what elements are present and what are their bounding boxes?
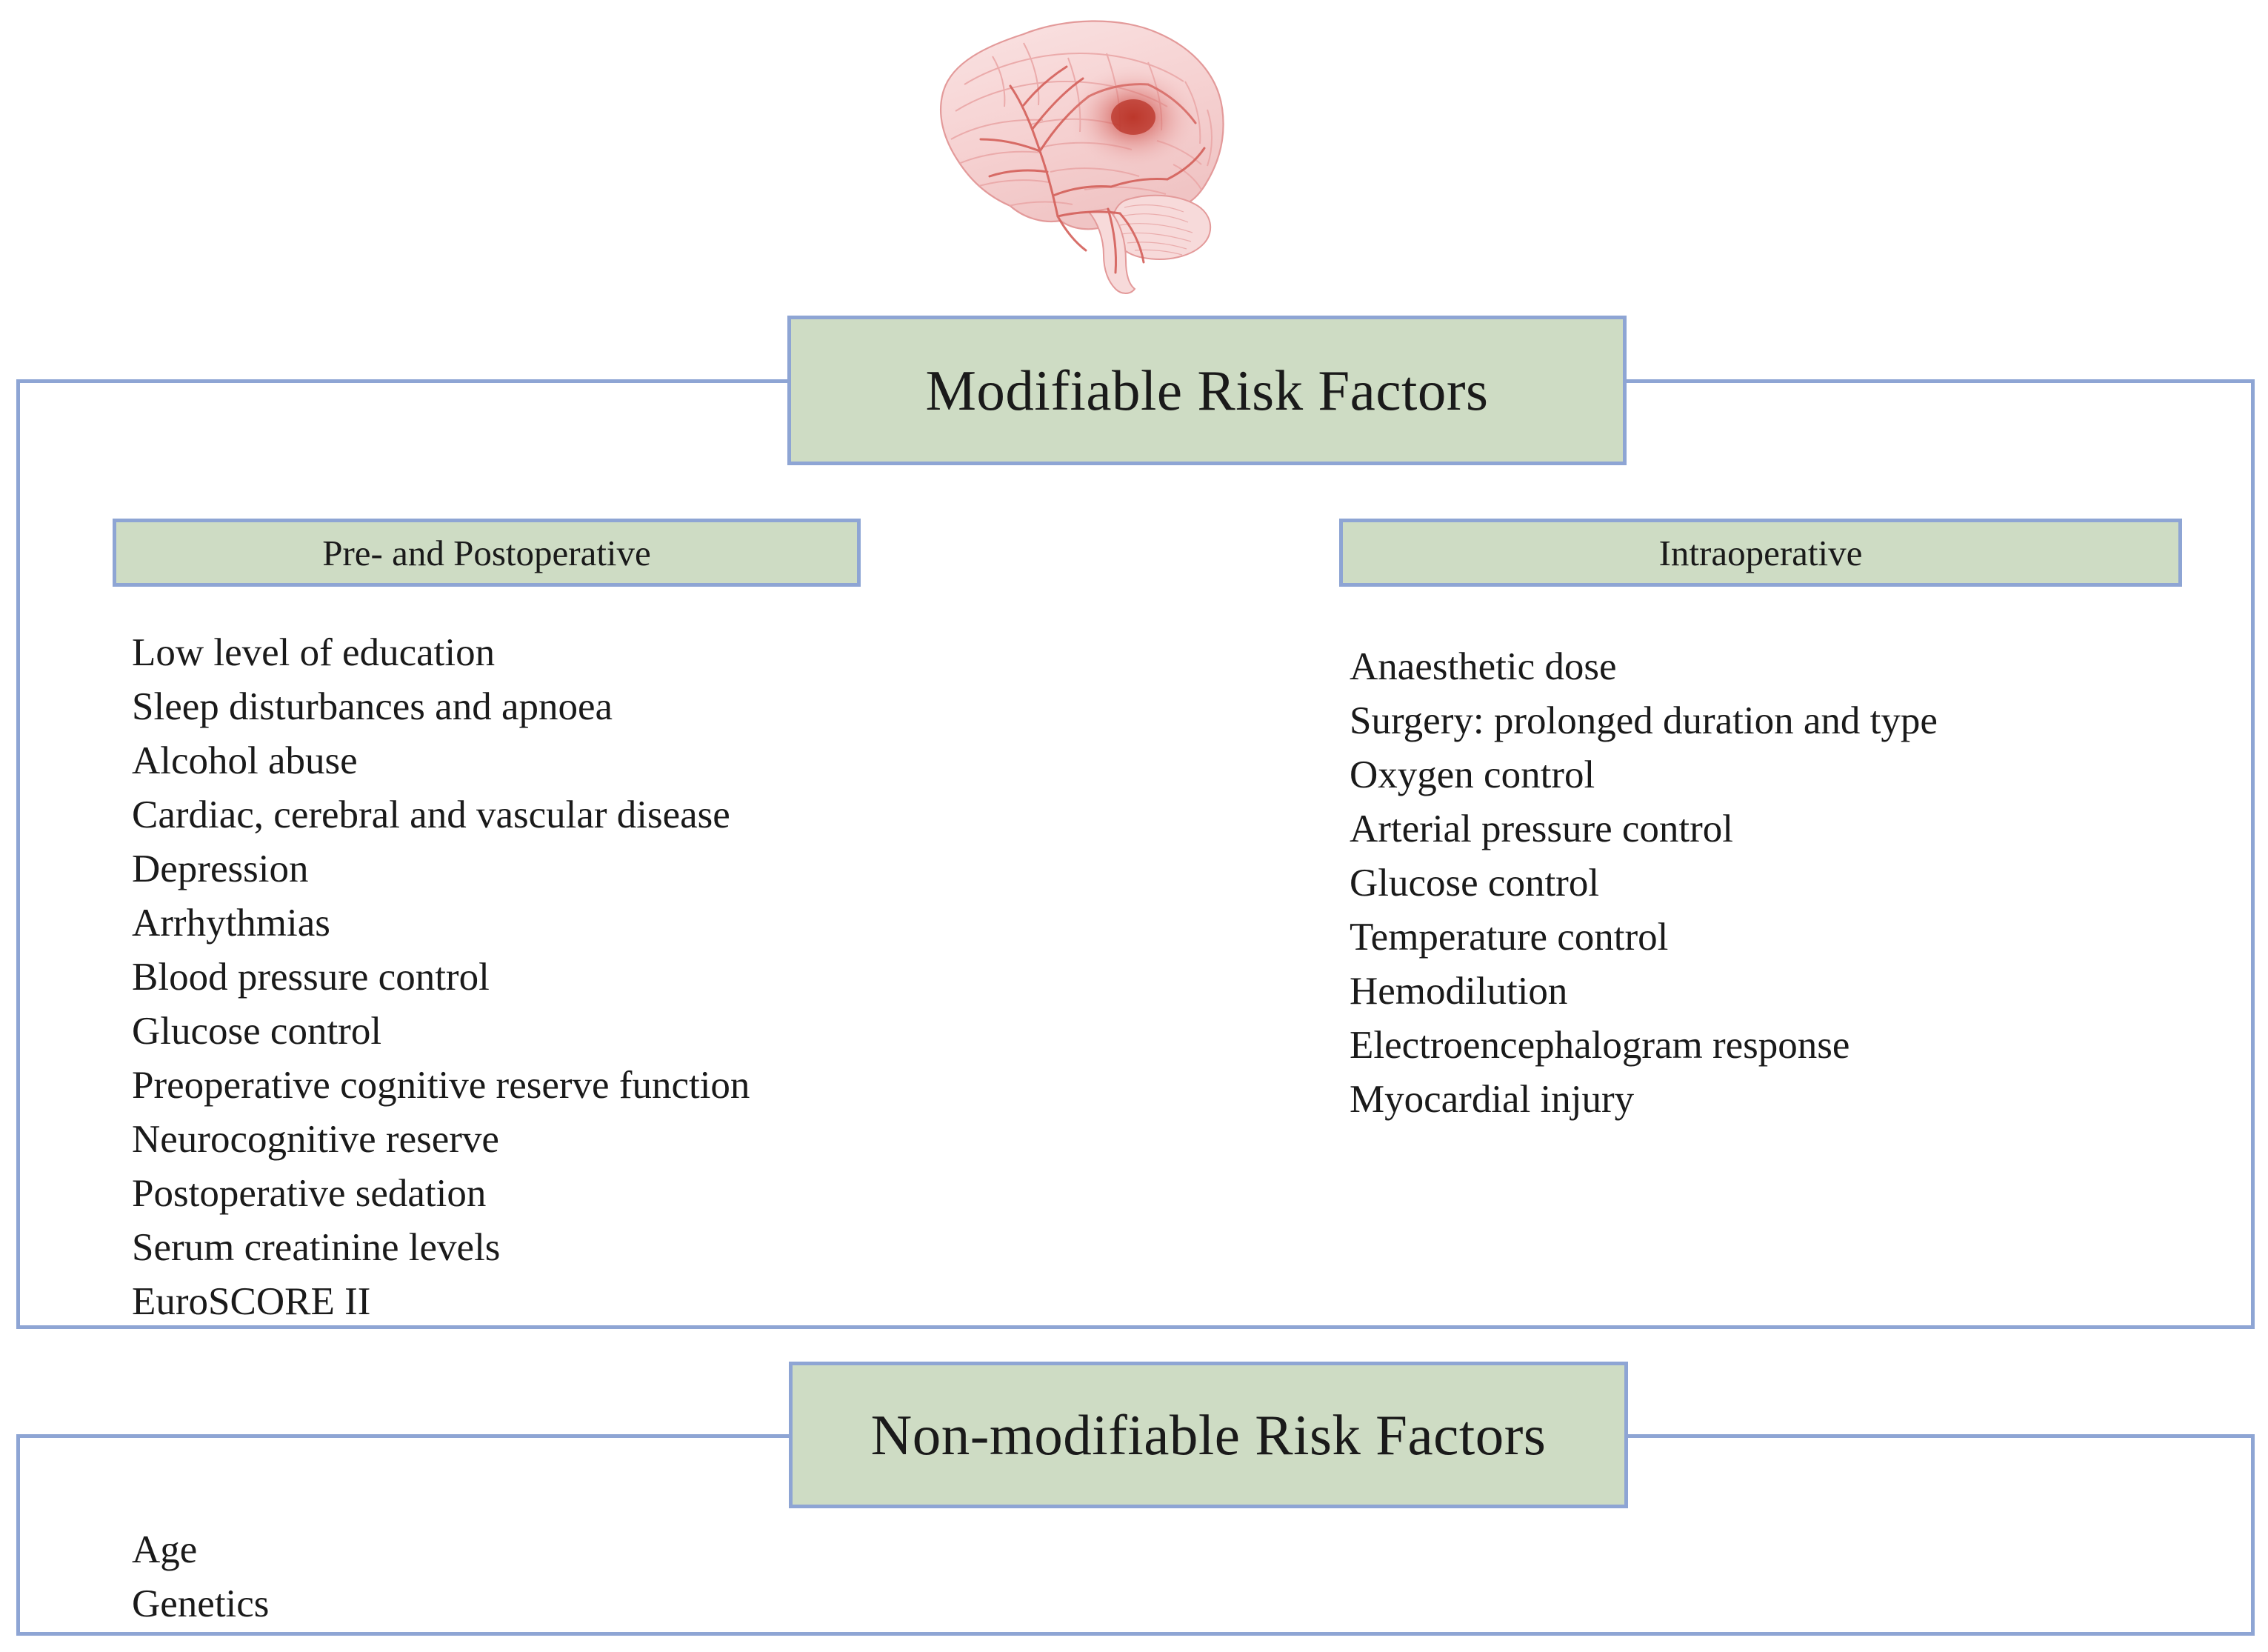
list-item: Glucose control — [1350, 862, 1600, 905]
list-item: Anaesthetic dose — [1350, 645, 1617, 688]
list-item: Low level of education — [132, 631, 496, 674]
list-item: Serum creatinine levels — [132, 1226, 501, 1269]
list-item: Cardiac, cerebral and vascular disease — [132, 793, 730, 836]
non-modifiable-risk-factors-title: Non-modifiable Risk Factors — [789, 1362, 1628, 1508]
list-item: Depression — [132, 847, 309, 890]
intraoperative-list: Anaesthetic dose Surgery: prolonged dura… — [1350, 640, 2238, 1127]
list-item: Myocardial injury — [1350, 1078, 1635, 1121]
brain-illustration — [913, 13, 1261, 295]
list-item: Neurocognitive reserve — [132, 1118, 499, 1161]
list-item: Arrhythmias — [132, 902, 330, 945]
non-modifiable-list: Age Genetics — [132, 1523, 798, 1631]
list-item: Age — [132, 1528, 198, 1571]
brain-injury-core — [1111, 99, 1155, 135]
pre-and-postoperative-list: Low level of education Sleep disturbance… — [132, 626, 1021, 1329]
intraoperative-header: Intraoperative — [1339, 519, 2182, 587]
list-item: Sleep disturbances and apnoea — [132, 685, 613, 728]
modifiable-risk-factors-title: Modifiable Risk Factors — [787, 316, 1627, 465]
brain-stem-shape — [1087, 207, 1136, 294]
list-item: Arterial pressure control — [1350, 807, 1734, 850]
list-item: Hemodilution — [1350, 970, 1568, 1013]
list-item: Postoperative sedation — [132, 1172, 487, 1215]
list-item: Genetics — [132, 1582, 270, 1625]
list-item: Alcohol abuse — [132, 739, 358, 782]
list-item: Glucose control — [132, 1010, 382, 1053]
pre-and-postoperative-header: Pre- and Postoperative — [113, 519, 861, 587]
cerebellum-shape — [1111, 194, 1211, 260]
list-item: Preoperative cognitive reserve function — [132, 1064, 750, 1107]
list-item: EuroSCORE II — [132, 1280, 371, 1323]
list-item: Temperature control — [1350, 916, 1669, 959]
list-item: Surgery: prolonged duration and type — [1350, 699, 1938, 742]
list-item: Electroencephalogram response — [1350, 1024, 1850, 1067]
list-item: Blood pressure control — [132, 956, 490, 999]
list-item: Oxygen control — [1350, 753, 1595, 796]
